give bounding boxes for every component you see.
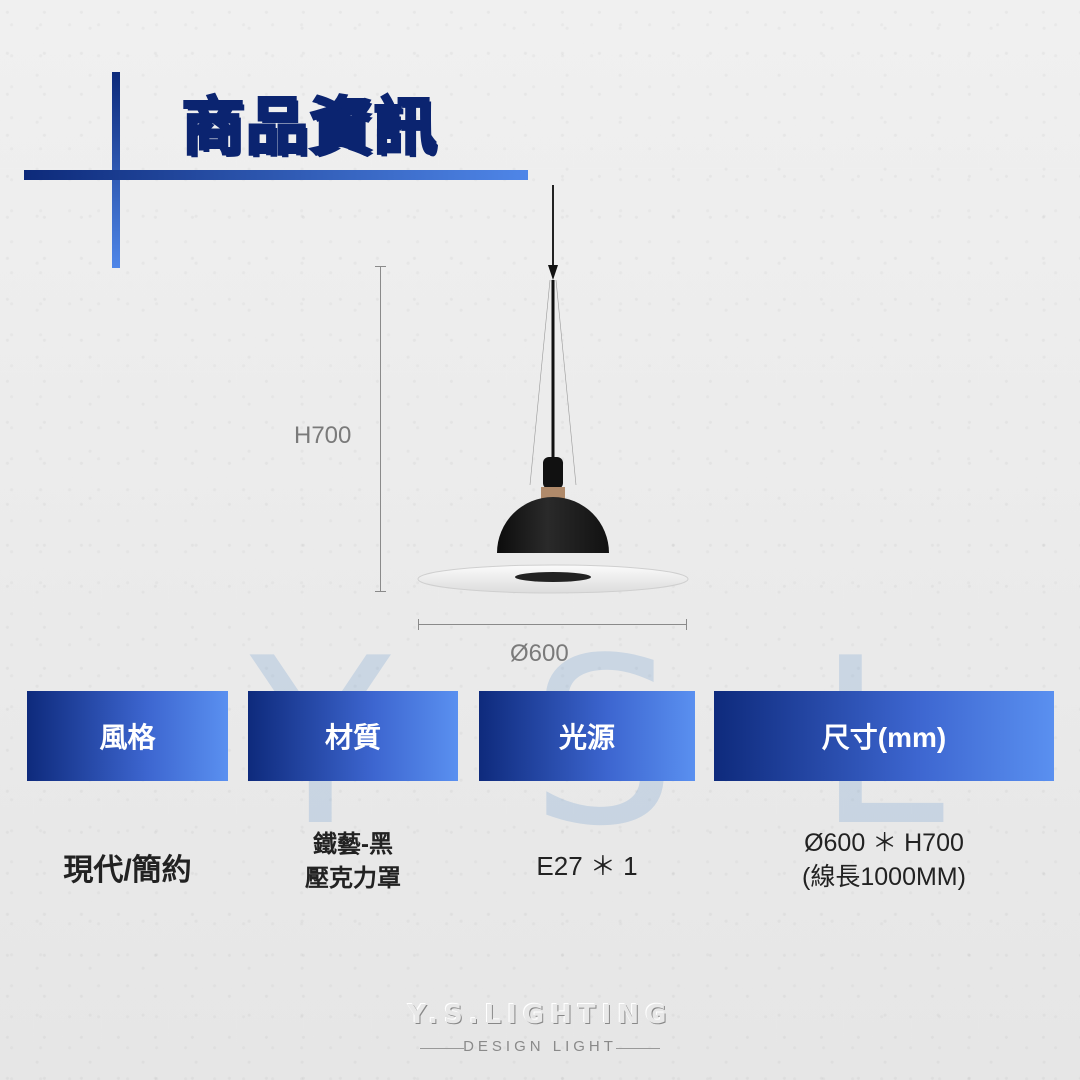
brand-logo: Y.S.LIGHTING (407, 1000, 673, 1030)
size-line-1: Ø600 ＊ H700 (804, 829, 964, 857)
diameter-label: Ø600 (510, 640, 569, 667)
page-title: 商品資訊 (180, 89, 439, 165)
style-value: 現代/簡約 (63, 854, 192, 887)
height-dimension-tick-bottom (375, 591, 386, 592)
tagline-rule-right (616, 1048, 660, 1049)
height-dimension-tick-top (375, 266, 386, 267)
header-material: 材質 (248, 691, 458, 781)
header-horizontal-line (24, 170, 528, 180)
material-value: 鐵藝-黑 壓克力罩 (248, 828, 458, 896)
brand-tagline: DESIGN LIGHT (463, 1038, 617, 1055)
size-line-2: (線長1000MM) (802, 863, 966, 891)
diameter-dimension-tick-right (686, 619, 687, 630)
size-value: Ø600 ＊ H700 (線長1000MM) (714, 826, 1054, 894)
pendant-lamp-image (417, 185, 689, 594)
height-label: H700 (294, 422, 352, 449)
diameter-dimension-tick-left (418, 619, 419, 630)
material-line-2: 壓克力罩 (305, 865, 401, 892)
height-dimension-line (380, 266, 381, 592)
light-source-value: E27 ＊ 1 (536, 851, 638, 881)
diameter-dimension-line (418, 624, 686, 625)
tagline-rule-left (420, 1048, 464, 1049)
material-line-1: 鐵藝-黑 (313, 831, 393, 858)
header-style: 風格 (27, 691, 228, 781)
header-light-source: 光源 (479, 691, 695, 781)
header-size: 尺寸(mm) (714, 691, 1054, 781)
